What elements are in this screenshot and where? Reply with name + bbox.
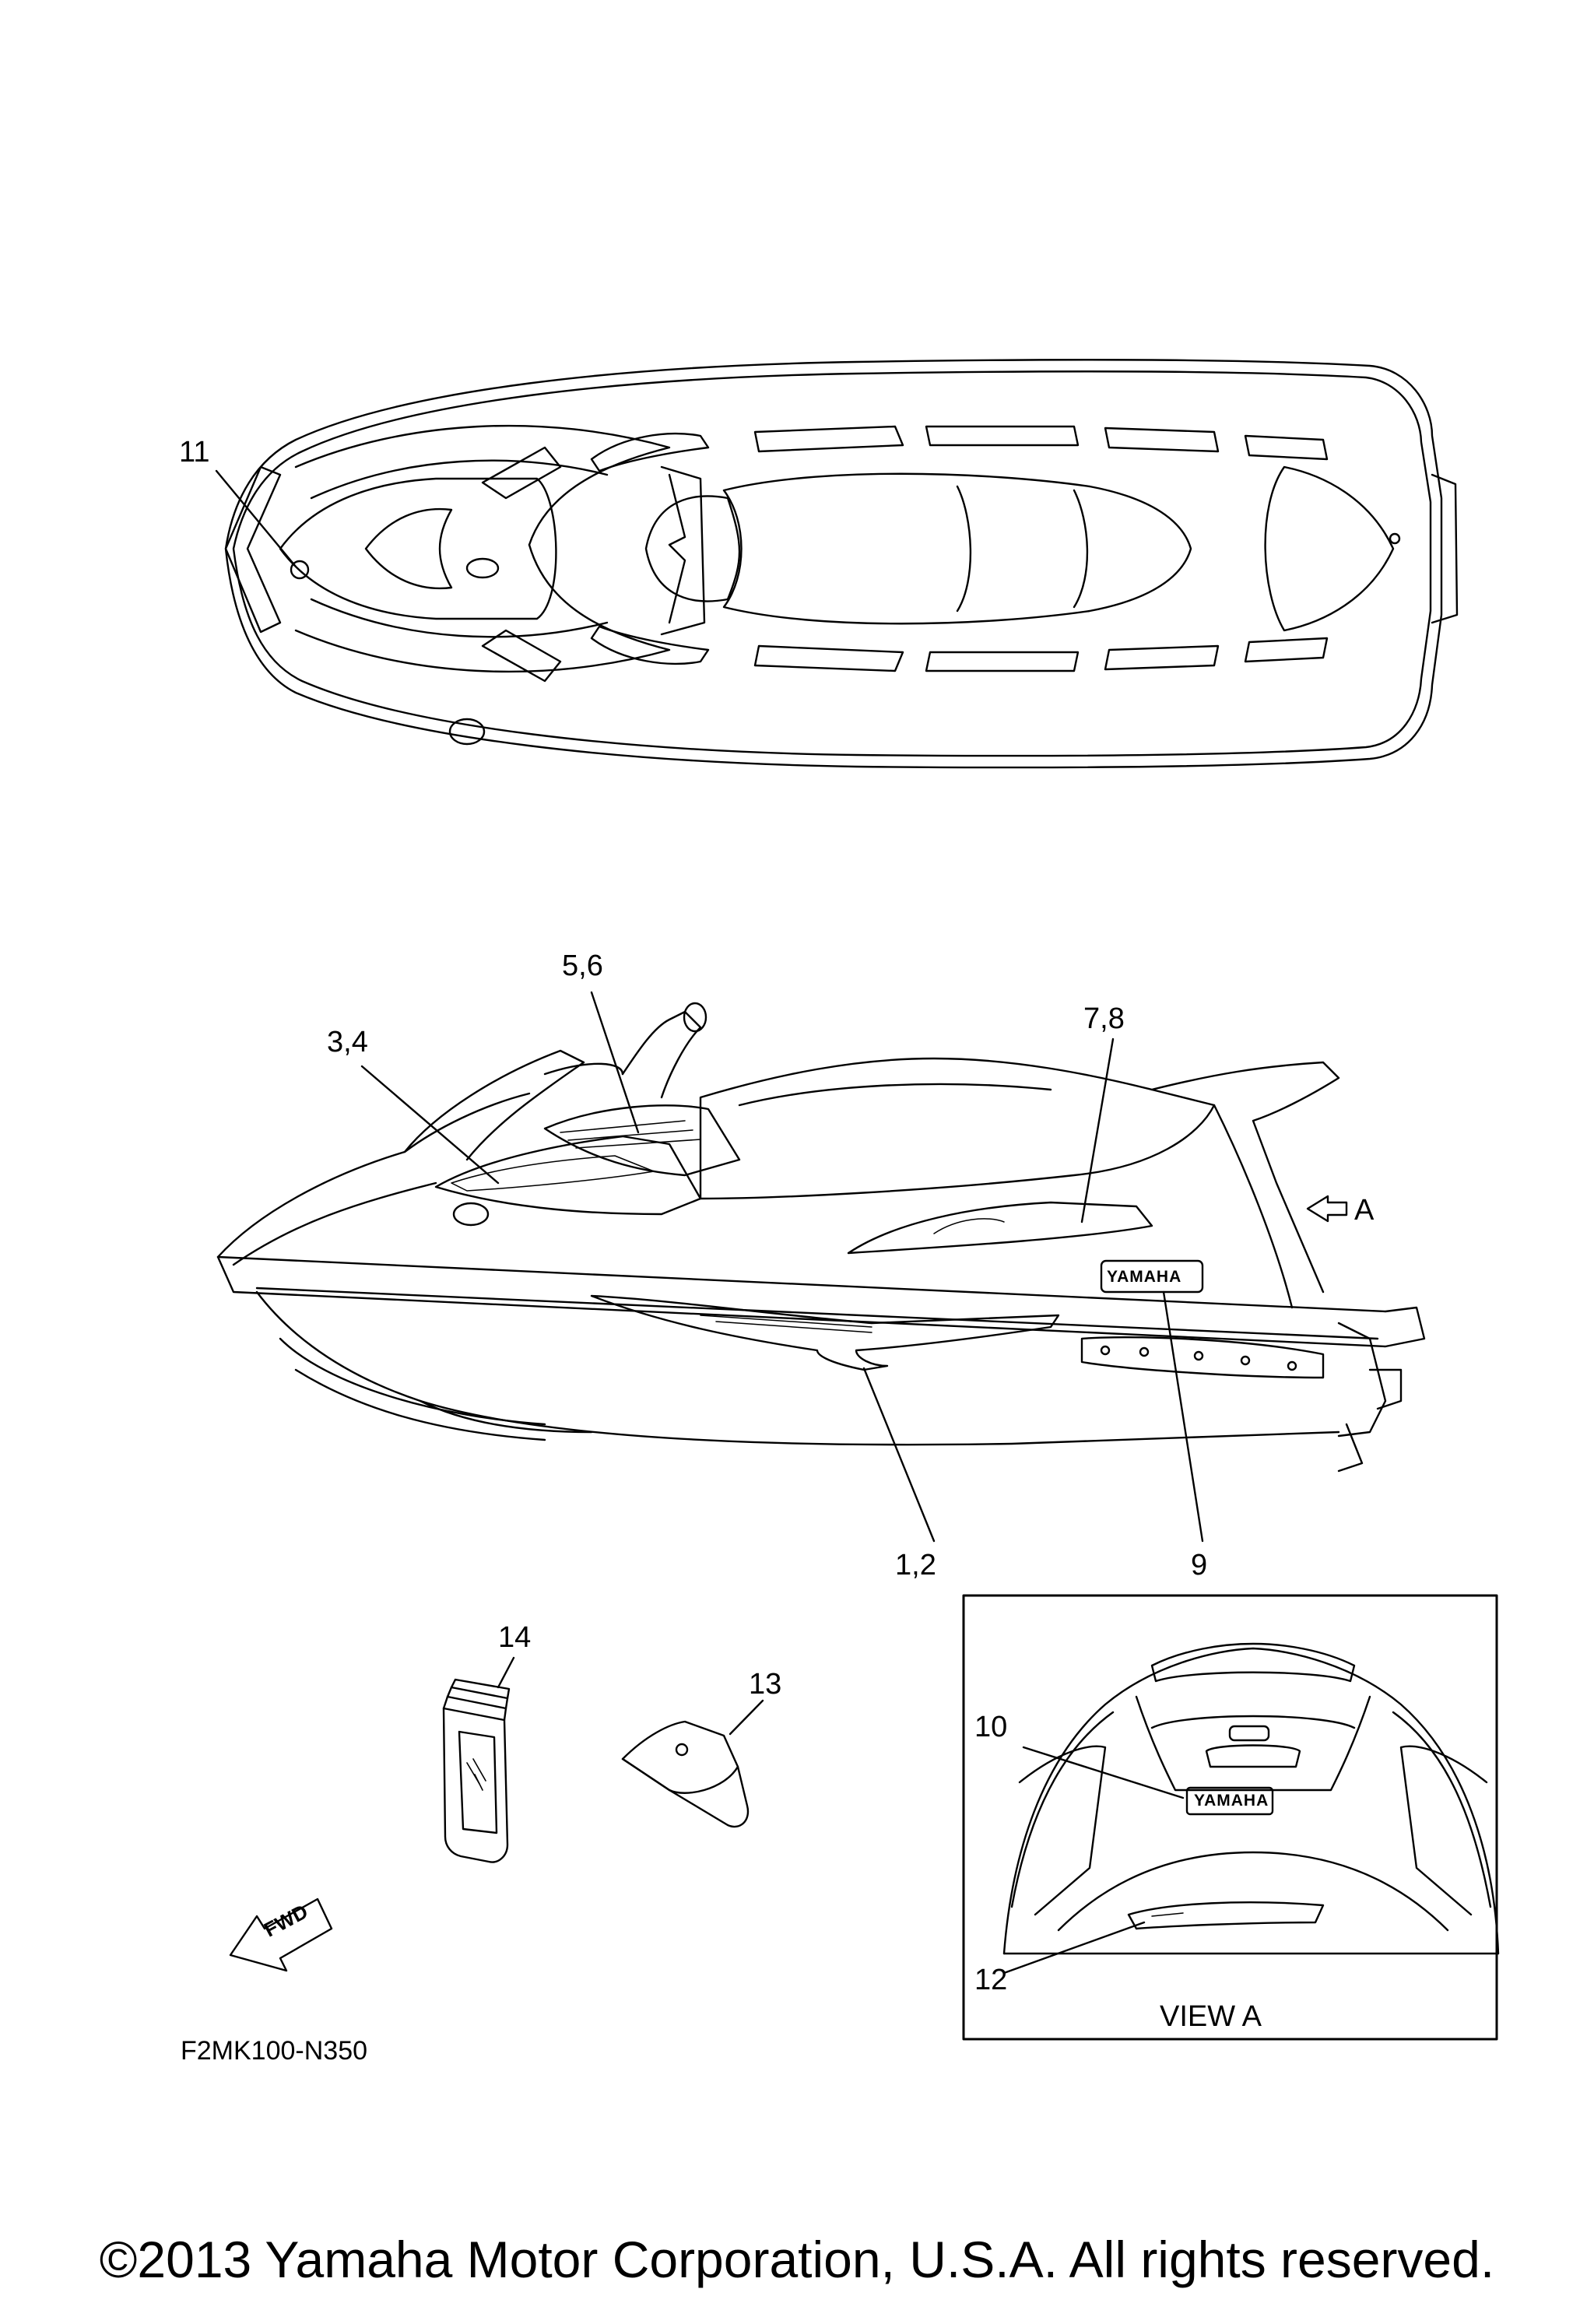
side-view — [216, 1002, 1426, 1473]
yamaha-logo-side: YAMAHA — [1107, 1268, 1182, 1286]
leader-7-8 — [1080, 1037, 1115, 1223]
callout-3-4: 3,4 — [327, 1026, 368, 1058]
callout-14: 14 — [498, 1621, 532, 1654]
view-a-arrow-icon — [1306, 1195, 1348, 1223]
part-14-drawing — [442, 1678, 511, 1863]
copyright-notice: ©2013 Yamaha Motor Corporation, U.S.A. A… — [99, 2231, 1495, 2288]
callout-12: 12 — [974, 1964, 1008, 1996]
callout-10: 10 — [974, 1711, 1008, 1743]
leader-10 — [1022, 1746, 1185, 1799]
callout-13: 13 — [749, 1668, 782, 1701]
view-a-arrow-label: A — [1354, 1194, 1375, 1227]
view-a-frame — [962, 1594, 1498, 2041]
part-13-drawing — [621, 1720, 750, 1828]
callout-11: 11 — [179, 436, 210, 469]
view-a-label: VIEW A — [1160, 2000, 1262, 2033]
leader-12 — [1002, 1921, 1146, 1975]
callout-5-6: 5,6 — [562, 950, 603, 982]
yamaha-logo-view-a: YAMAHA — [1194, 1792, 1269, 1810]
leader-11 — [215, 469, 297, 568]
callout-1-2: 1,2 — [895, 1549, 936, 1582]
leader-1-2 — [862, 1367, 936, 1543]
leader-5-6 — [590, 991, 640, 1134]
callout-9: 9 — [1191, 1549, 1208, 1582]
leader-9 — [1162, 1290, 1204, 1543]
leader-14 — [497, 1656, 515, 1689]
callout-7-8: 7,8 — [1083, 1002, 1125, 1035]
top-view — [224, 359, 1459, 769]
drawing-code: F2MK100-N350 — [181, 2036, 368, 2066]
view-a-drawing — [1002, 1642, 1500, 1955]
fwd-arrow-icon — [229, 1897, 333, 1972]
leader-13 — [729, 1699, 764, 1736]
leader-3-4 — [360, 1065, 500, 1185]
